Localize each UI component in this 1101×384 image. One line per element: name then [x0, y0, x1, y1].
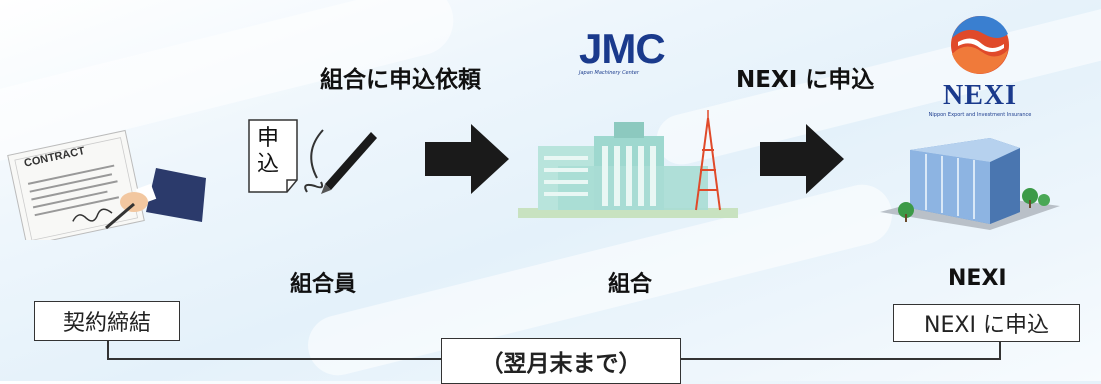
- apply-request-label: 組合に申込依頼: [320, 67, 481, 93]
- form-char-1: 申: [257, 126, 280, 151]
- union-building-illustration: [518, 110, 738, 220]
- form-char-2: 込: [257, 152, 280, 177]
- nexi-globe-icon: [951, 15, 1009, 74]
- flow-arrow-icon: [425, 124, 509, 194]
- nexi-building-illustration: [880, 134, 1060, 234]
- caption-nexi: NEXI: [948, 266, 1007, 291]
- timeline-start-box: 契約締結: [34, 301, 180, 341]
- nexi-logo-subtitle: Nippon Export and Investment Insurance: [928, 112, 1032, 118]
- application-form-icon: 申 込: [247, 118, 377, 198]
- caption-union: 組合: [608, 272, 653, 297]
- jmc-logo-mark: JMC: [579, 25, 666, 72]
- timeline-left-line: [107, 358, 443, 360]
- nexi-logo: NEXI Nippon Export and Investment Insura…: [920, 14, 1040, 118]
- caption-member: 組合員: [290, 272, 357, 297]
- nexi-logo-mark: NEXI: [942, 80, 1017, 111]
- contract-illustration: CONTRACT: [6, 128, 206, 247]
- timeline-right-connector: [999, 340, 1001, 360]
- jmc-logo-subtitle: Japan Machinery Center: [579, 70, 639, 76]
- deadline-box: （翌月末まで）: [441, 338, 681, 384]
- timeline-left-connector: [107, 340, 109, 360]
- jmc-logo: JMC Japan Machinery Center: [579, 25, 679, 77]
- flow-arrow-icon: [760, 124, 844, 194]
- timeline-right-line: [680, 358, 1000, 360]
- timeline-end-box: NEXI に申込: [893, 304, 1080, 342]
- apply-nexi-label: NEXI に申込: [736, 67, 875, 93]
